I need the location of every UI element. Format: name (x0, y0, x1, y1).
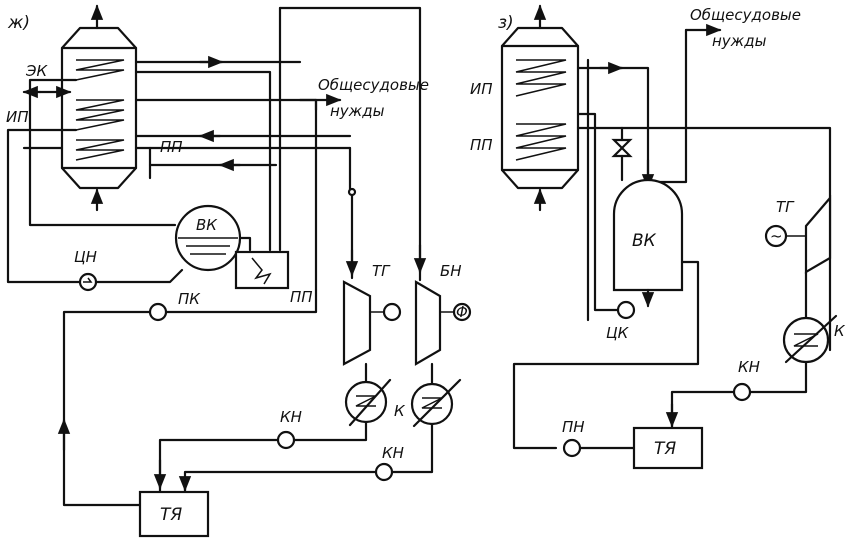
label-kn1: КН (280, 408, 302, 426)
panel-z: з) Общесудовые нужды ИП ПП (470, 4, 846, 470)
label-tg-z: ТГ (776, 198, 795, 216)
label-ip-zh: ИП (6, 108, 29, 126)
label-ek: ЭК (25, 62, 48, 80)
label-tg-zh: ТГ (372, 262, 391, 280)
consumers-z-line2: нужды (712, 32, 767, 50)
turbine-tg (342, 280, 372, 366)
label-tsn: ЦН (74, 248, 97, 266)
label-tsk: ЦК (606, 324, 630, 342)
turbine-bn (414, 280, 442, 366)
panel-zh: ж) ЭК ИП ПП ЦН (6, 4, 472, 538)
panel-zh-tag: ж) (7, 13, 30, 33)
condenser-k1 (344, 380, 388, 424)
valve-icon (611, 126, 633, 182)
tank-tya-z (632, 426, 704, 470)
label-kn2: КН (382, 444, 404, 462)
consumers-z-line1: Общесудовые (690, 6, 801, 24)
label-tya-zh: ТЯ (160, 505, 182, 525)
pump-kn-z (732, 382, 752, 402)
label-pp-z: ПП (470, 136, 493, 154)
drum-vk: ВК (174, 204, 242, 272)
label-pp-bottom: ПП (290, 288, 313, 306)
tank-tya-zh (138, 490, 210, 538)
vessel-vk-z (612, 178, 684, 292)
condenser-k2 (410, 382, 454, 426)
label-kn-z: КН (738, 358, 760, 376)
pump-tsk (616, 300, 636, 320)
label-ip-z: ИП (470, 80, 493, 98)
panel-z-tag: з) (498, 13, 514, 33)
turbine-tg-z (804, 195, 832, 274)
label-pk: ПК (178, 290, 201, 308)
label-k-z: К (834, 322, 846, 340)
bn-symbol: Φ (456, 303, 468, 321)
tg-symbol: ~ (770, 227, 783, 245)
pump-kn1 (276, 430, 296, 450)
label-vk-zh: ВК (196, 216, 218, 234)
consumers-zh-line1: Общесудовые (318, 76, 429, 94)
pump-kn2 (374, 462, 394, 482)
label-bn: БН (440, 262, 462, 280)
reactor-vessel-z (500, 4, 580, 212)
label-pn: ПН (562, 418, 585, 436)
label-vk-z: ВК (632, 231, 657, 251)
consumers-zh-line2: нужды (330, 102, 385, 120)
reactor-vessel-zh (60, 4, 138, 212)
pump-pk (148, 302, 168, 322)
label-tya-z: ТЯ (654, 439, 676, 459)
pump-pn (562, 438, 582, 458)
label-k1: К (394, 402, 406, 420)
